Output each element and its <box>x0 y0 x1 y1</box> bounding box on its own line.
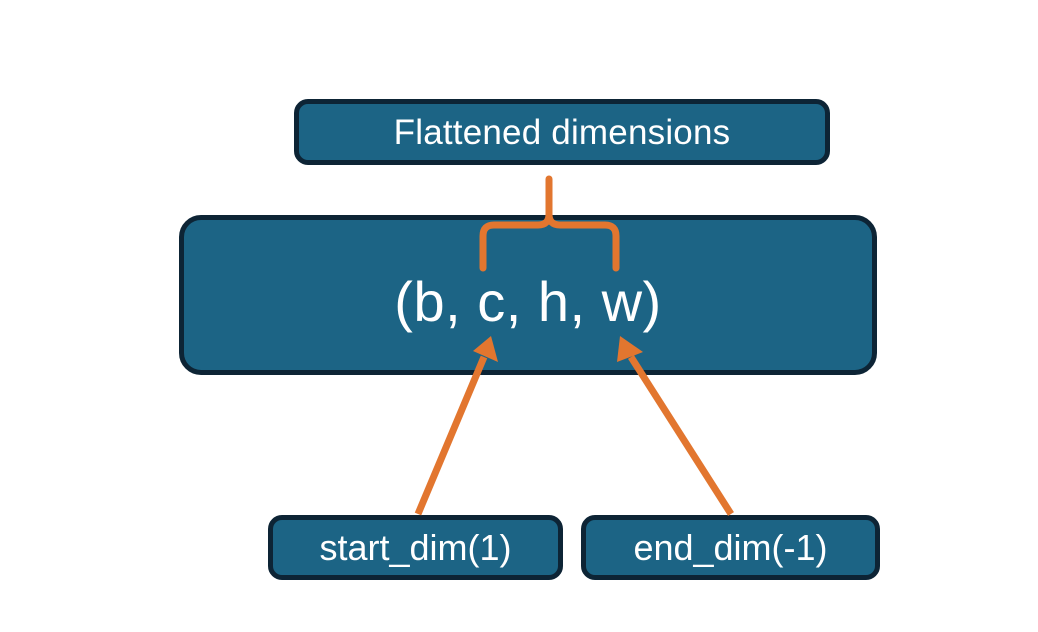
node-start-dim[interactable]: start_dim(1) <box>268 515 563 580</box>
node-tensor-shape[interactable]: (b, c, h, w) <box>179 215 877 375</box>
node-start-dim-label: start_dim(1) <box>319 526 512 568</box>
node-end-dim[interactable]: end_dim(-1) <box>581 515 880 580</box>
node-flattened-dimensions[interactable]: Flattened dimensions <box>294 99 830 165</box>
node-tensor-shape-label: (b, c, h, w) <box>394 270 662 333</box>
node-end-dim-label: end_dim(-1) <box>633 526 828 568</box>
node-flattened-dimensions-label: Flattened dimensions <box>393 112 731 152</box>
